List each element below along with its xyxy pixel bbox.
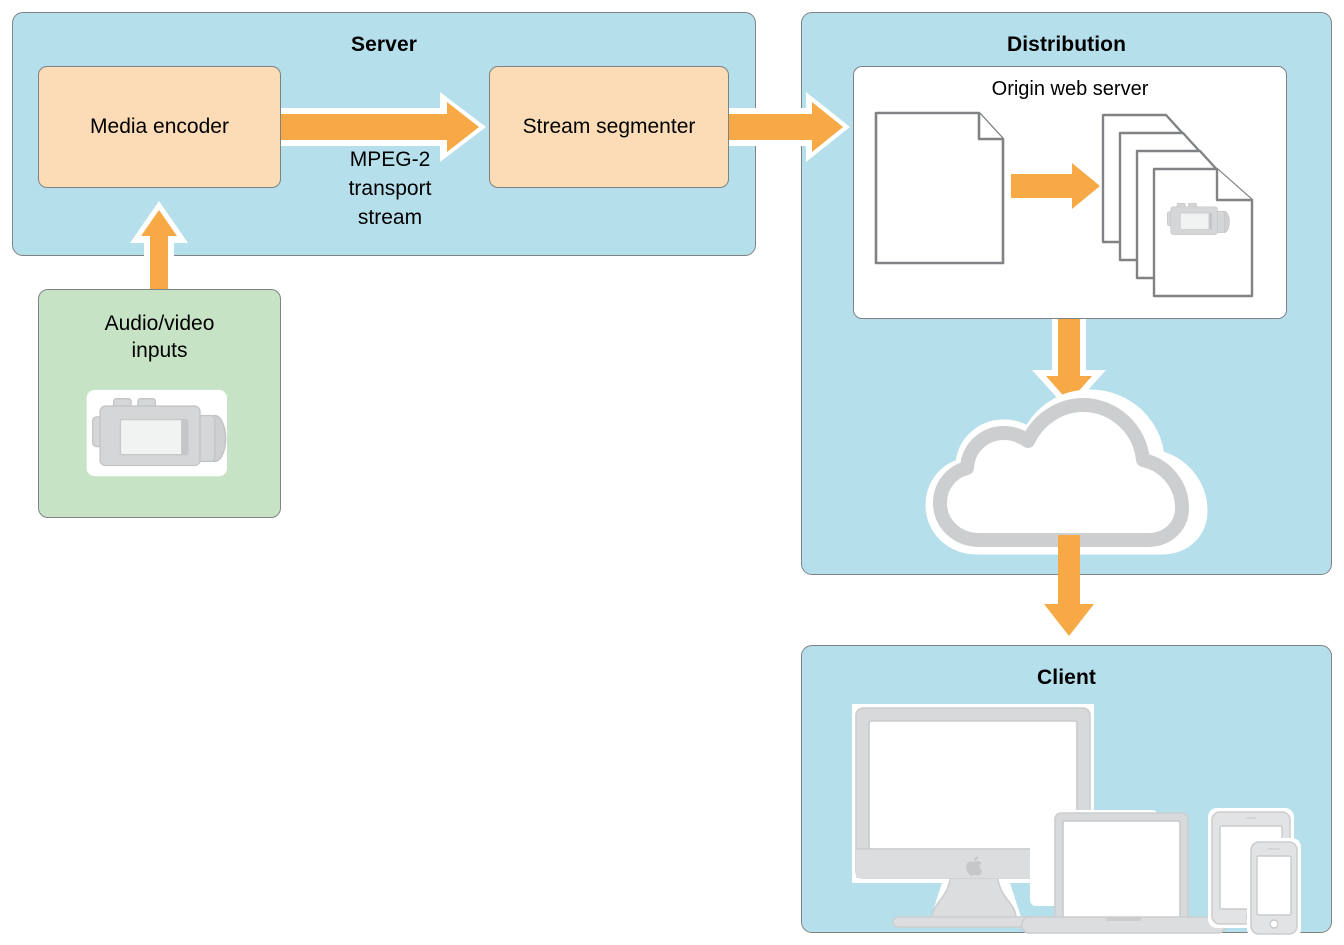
stream-segmenter-box[interactable]: Stream segmenter <box>489 66 729 188</box>
mpeg-line-1: MPEG-2 <box>349 148 431 171</box>
ts-segment-label: .ts <box>1150 253 1250 281</box>
ts-extension-text: .ts <box>1188 255 1212 278</box>
inputs-line-2: inputs <box>131 339 188 362</box>
media-encoder-label: Media encoder <box>90 115 229 138</box>
inputs-line-1: Audio/video <box>104 312 215 335</box>
mpeg-line-3: stream <box>357 206 423 229</box>
panel-server-title: Server <box>351 33 417 56</box>
panel-client: Client <box>801 645 1332 933</box>
http-cloud-label: HTTP <box>999 478 1139 502</box>
http-text: HTTP <box>1040 478 1098 501</box>
index-file-line-1: Index <box>909 168 961 191</box>
panel-client-title: Client <box>1037 666 1096 689</box>
index-file-label: Index file <box>873 166 997 222</box>
index-file-line-2: file <box>921 196 949 219</box>
audio-video-inputs-label: Audio/video inputs <box>39 310 280 364</box>
origin-web-server-label: Origin web server <box>991 78 1149 100</box>
panel-distribution-title: Distribution <box>1006 33 1127 56</box>
mpeg2-transport-stream-label: MPEG-2 transport stream <box>305 145 475 232</box>
stream-segmenter-label: Stream segmenter <box>522 115 696 138</box>
media-encoder-box[interactable]: Media encoder <box>38 66 281 188</box>
mpeg-line-2: transport <box>348 177 432 200</box>
audio-video-inputs-box[interactable]: Audio/video inputs <box>38 289 281 518</box>
